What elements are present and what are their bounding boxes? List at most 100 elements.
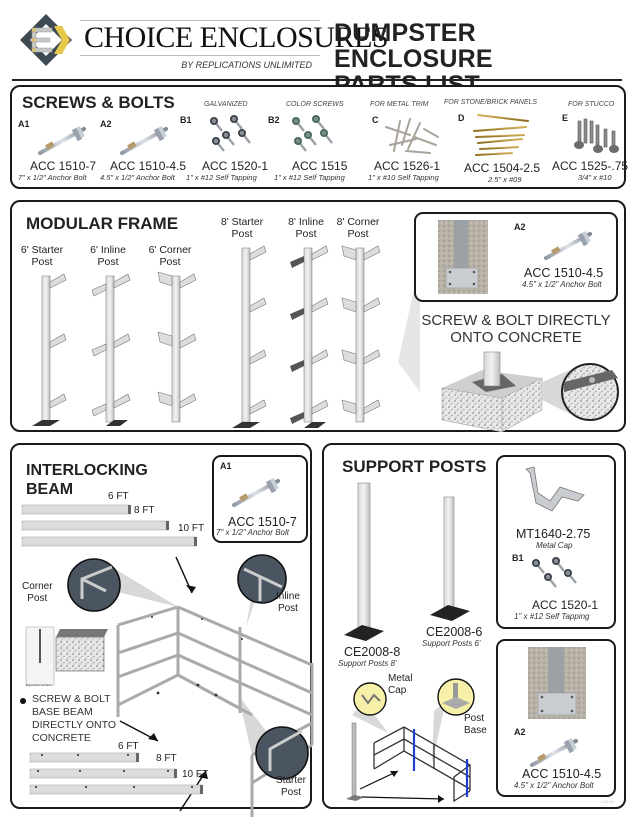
post-label-line2: Post — [159, 256, 181, 268]
post-label-line1: 6' Corner — [148, 244, 192, 256]
support-posts-title: SUPPORT POSTS — [342, 457, 487, 476]
brand-subtitle: BY REPLICATIONS UNLIMITED — [181, 60, 312, 70]
inline-post-label: Inline Post — [276, 591, 300, 615]
bullet-icon — [20, 698, 26, 704]
item-letter: A2 — [514, 222, 526, 232]
item-spec: 1" x #12 Self Tapping — [186, 173, 257, 182]
post-desc: Support Posts 8' — [338, 659, 397, 668]
anchor-bolt-icon — [40, 125, 90, 155]
post-base-label: Post Base — [464, 713, 487, 737]
item-code: ACC 1526-1 — [374, 159, 441, 173]
item-code: ACC 1510-7 — [228, 515, 297, 529]
item-letter: A2 — [100, 119, 112, 129]
post-8-inline-icon — [290, 245, 329, 428]
post-base-callout-icon — [437, 678, 475, 716]
item-spec: 7" x 1/2" Anchor Bolt — [18, 173, 87, 182]
bottom-beams-icon — [28, 751, 218, 801]
support-posts-panel: SUPPORT POSTS CE2008-6 Support Posts 6' … — [322, 443, 626, 809]
corner-post-detail-icon — [67, 558, 121, 612]
post-label-line1: 6' Starter — [20, 244, 64, 256]
note-line: CONCRETE — [32, 732, 91, 744]
support-post-8-icon — [340, 481, 390, 641]
top-beams-icon — [20, 503, 210, 553]
beam-length-label: 10 FT — [178, 523, 205, 534]
note-line: DIRECTLY ONTO — [32, 719, 117, 731]
post-8-starter-icon — [232, 245, 267, 428]
instruction-line1: SCREW & BOLT DIRECTLY — [421, 312, 611, 329]
self-tapping-screws-icon — [208, 113, 258, 157]
post-base-photo — [438, 220, 488, 294]
post-6-starter-icon — [32, 273, 67, 426]
expansion-anchor-icon — [25, 626, 108, 686]
cap-code: MT1640-2.75 — [516, 527, 591, 541]
item-code: ACC 1510-7 — [30, 159, 97, 173]
label-line2: Base — [464, 725, 487, 736]
cap-desc: Metal Cap — [536, 541, 573, 550]
item-spec: 4.5" x 1/2" Anchor Bolt — [100, 173, 175, 182]
brand-name: CHOICE ENCLOSURES — [80, 20, 389, 56]
trim-screws-icon — [380, 115, 442, 157]
post-label-line1: 8' Corner — [336, 216, 380, 228]
item-code: ACC 1520-1 — [532, 598, 599, 612]
base-beam-note: SCREW & BOLT BASE BEAM DIRECTLY ONTO CON… — [32, 693, 116, 745]
expansion-anchors-caption: Expansion Anchors — [26, 683, 52, 687]
screws-bolts-title: SCREWS & BOLTS — [22, 93, 175, 112]
post-label-line2: Post — [231, 228, 253, 240]
item-letter: B2 — [268, 115, 280, 125]
item-code: ACC 1515 — [292, 159, 348, 173]
post-label-line1: 6' Inline — [90, 244, 126, 256]
item-spec: 1" x #12 Self Tapping — [274, 173, 345, 182]
anchor-bolt-icon — [546, 230, 596, 260]
post-code: CE2008-6 — [426, 625, 483, 639]
interlocking-beam-title: INTERLOCKING BEAM — [26, 461, 148, 499]
modular-frame-panel: MODULAR FRAME 6' Starter Post 6' Inline … — [10, 200, 626, 433]
starter-post-label: Starter Post — [276, 775, 306, 799]
ce-diamond-logo-icon — [18, 12, 74, 68]
item-category: GALVANIZED — [204, 101, 248, 108]
item-letter: C — [372, 115, 379, 125]
label-line2: Post — [27, 593, 48, 604]
metal-cap-box: MT1640-2.75 Metal Cap B1 ACC 1520-1 1" x… — [496, 455, 616, 629]
label-line2: Post — [281, 787, 302, 798]
post-label-line2: Post — [295, 228, 317, 240]
item-code: ACC 1520-1 — [202, 159, 269, 173]
beam-length-label: 10 FT — [182, 769, 209, 780]
item-spec: 4.5" x 1/2" Anchor Bolt — [514, 781, 594, 790]
beam-length-label: 8 FT — [156, 753, 177, 764]
item-letter: A2 — [514, 727, 526, 737]
support-assembly-illustration — [334, 673, 494, 803]
label-line2: Cap — [388, 685, 407, 696]
item-spec: 2.5" x #09 — [488, 175, 522, 184]
label-line1: Post — [464, 713, 485, 724]
interlocking-beam-panel: INTERLOCKING BEAM 6 FT 8 FT 10 FT A1 ACC… — [10, 443, 314, 817]
anchor-bolt-icon — [234, 477, 284, 507]
metal-cap-label: Metal Cap — [388, 673, 412, 697]
post-label: 8' Corner Post — [326, 216, 390, 240]
post-label-line2: Post — [347, 228, 369, 240]
instruction-line2: ONTO CONCRETE — [450, 329, 582, 346]
title-line2: BEAM — [26, 481, 74, 498]
title-line1: INTERLOCKING — [26, 462, 148, 479]
stucco-screws-icon — [568, 115, 624, 155]
label-line1: Starter — [276, 775, 307, 786]
support-post-6-icon — [426, 495, 476, 623]
post-8-corner-icon — [341, 245, 381, 423]
beam-length-label: 6 FT — [108, 491, 129, 502]
item-spec: 1" x #10 Self Tapping — [368, 173, 439, 182]
modular-posts-illustration — [20, 242, 420, 432]
modular-frame-title: MODULAR FRAME — [26, 214, 179, 233]
post-label: 6' Corner Post — [138, 244, 202, 268]
screws-bolts-panel: SCREWS & BOLTS A1 ACC 1510-7 7" x 1/2" A… — [10, 85, 628, 189]
post-base-photo — [528, 647, 586, 719]
item-category: FOR METAL TRIM — [370, 101, 429, 108]
brand-logo: CHOICE ENCLOSURES BY REPLICATIONS UNLIMI… — [80, 20, 389, 70]
post-label-line1: 8' Starter — [220, 216, 264, 228]
item-category: FOR STUCCO — [568, 101, 615, 108]
item-spec: 1" x #12 Self Tapping — [514, 612, 590, 621]
post-label: 8' Inline Post — [274, 216, 338, 240]
concrete-instruction: SCREW & BOLT DIRECTLY ONTO CONCRETE — [410, 312, 622, 346]
anchor-bolt-icon — [532, 737, 582, 767]
concrete-footing-illustration — [441, 351, 619, 433]
metal-cap-callout-icon — [353, 682, 387, 716]
item-letter: E — [562, 113, 569, 123]
